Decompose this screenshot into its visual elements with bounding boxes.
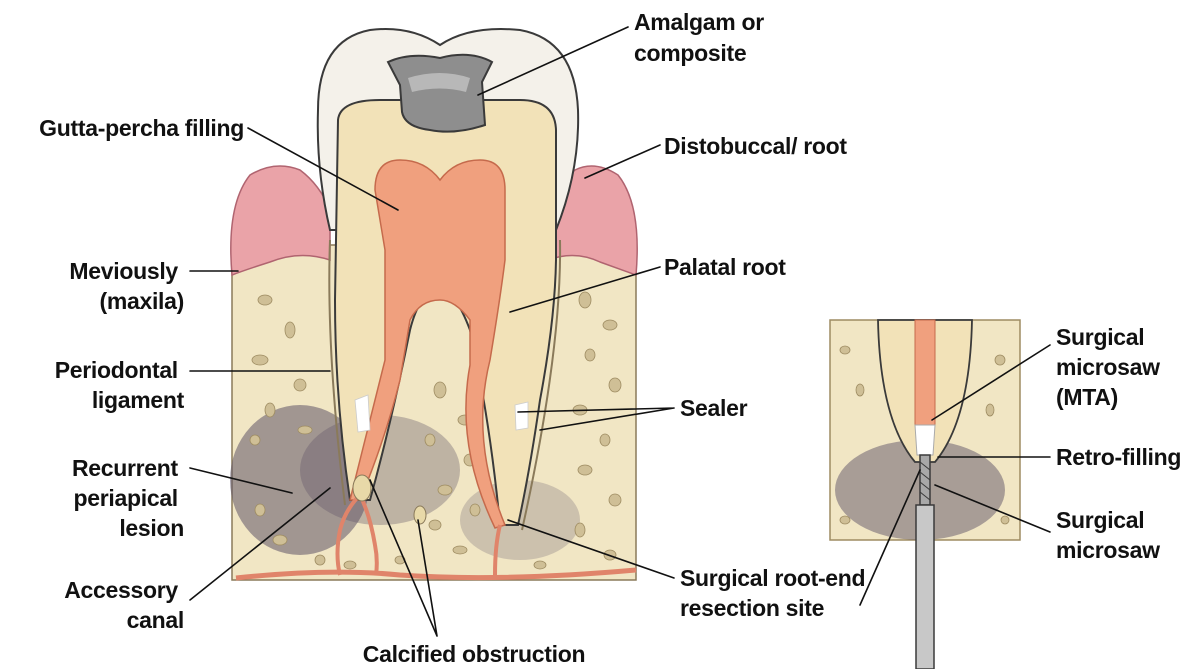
- label-line: Sealer: [680, 395, 748, 421]
- gingiva-left: [230, 165, 331, 277]
- inset-canal: [914, 319, 936, 426]
- inset-bone-trabeculae: [839, 345, 1010, 525]
- label-resection-site: Surgical root-end resection site: [680, 565, 871, 621]
- label-line: resection site: [680, 595, 824, 621]
- label-distobuccal-root: Distobuccal/ root: [664, 133, 847, 159]
- label-line: (maxila): [99, 288, 184, 314]
- label-retro-filling: Retro-filling: [1056, 444, 1181, 470]
- sealer-patches: [354, 394, 529, 433]
- label-line: Distobuccal/ root: [664, 133, 847, 159]
- label-periodontal-ligament: Periodontal ligament: [55, 357, 185, 413]
- diagram-labels: Amalgam or composite Gutta-percha fillin…: [39, 9, 1181, 667]
- label-line: Retro-filling: [1056, 444, 1181, 470]
- inset-mta-filling: [914, 424, 936, 456]
- label-line: Surgical: [1056, 507, 1144, 533]
- label-line: Accessory: [64, 577, 178, 603]
- label-accessory-canal: Accessory canal: [64, 577, 184, 633]
- label-microsaw-mta: Surgical microsaw (MTA): [1056, 324, 1166, 410]
- label-meviously: Meviously (maxila): [69, 258, 184, 314]
- periodontal-ligament-line: [328, 239, 562, 531]
- label-line: Palatal root: [664, 254, 786, 280]
- label-line: microsaw: [1056, 354, 1160, 380]
- label-line: Meviously: [69, 258, 178, 284]
- label-amalgam: Amalgam or composite: [634, 9, 770, 66]
- label-line: microsaw: [1056, 537, 1160, 563]
- label-line: (MTA): [1056, 384, 1118, 410]
- label-line: Surgical: [1056, 324, 1144, 350]
- surgical-inset-illustration: [829, 319, 1021, 669]
- accessory-canal: [335, 493, 502, 576]
- leader-lines: [189, 26, 1051, 637]
- label-line: composite: [634, 40, 746, 66]
- label-gutta-percha: Gutta-percha filling: [39, 115, 244, 141]
- label-calcified-obstruction: Calcified obstruction: [363, 641, 585, 667]
- label-line: Recurrent: [72, 455, 179, 481]
- label-line: Amalgam or: [634, 9, 764, 35]
- label-recurrent-lesion: Recurrent periapical lesion: [72, 455, 184, 541]
- label-line: Surgical root-end: [680, 565, 865, 591]
- inset-microsaw-tool: [915, 454, 935, 669]
- label-sealer: Sealer: [680, 395, 748, 421]
- accessory-canal-base: [235, 567, 637, 581]
- label-line: Calcified obstruction: [363, 641, 585, 667]
- label-palatal-root: Palatal root: [664, 254, 786, 280]
- calcified-nodules: [352, 474, 427, 525]
- label-surgical-microsaw: Surgical microsaw: [1056, 507, 1160, 563]
- amalgam-filling: [386, 53, 494, 133]
- label-line: ligament: [92, 387, 185, 413]
- main-tooth-illustration: [230, 28, 638, 581]
- label-line: Periodontal: [55, 357, 178, 383]
- label-line: periapical: [74, 485, 178, 511]
- amalgam-filling-highlight: [408, 73, 470, 92]
- label-line: canal: [127, 607, 184, 633]
- label-line: lesion: [119, 515, 184, 541]
- label-line: Gutta-percha filling: [39, 115, 244, 141]
